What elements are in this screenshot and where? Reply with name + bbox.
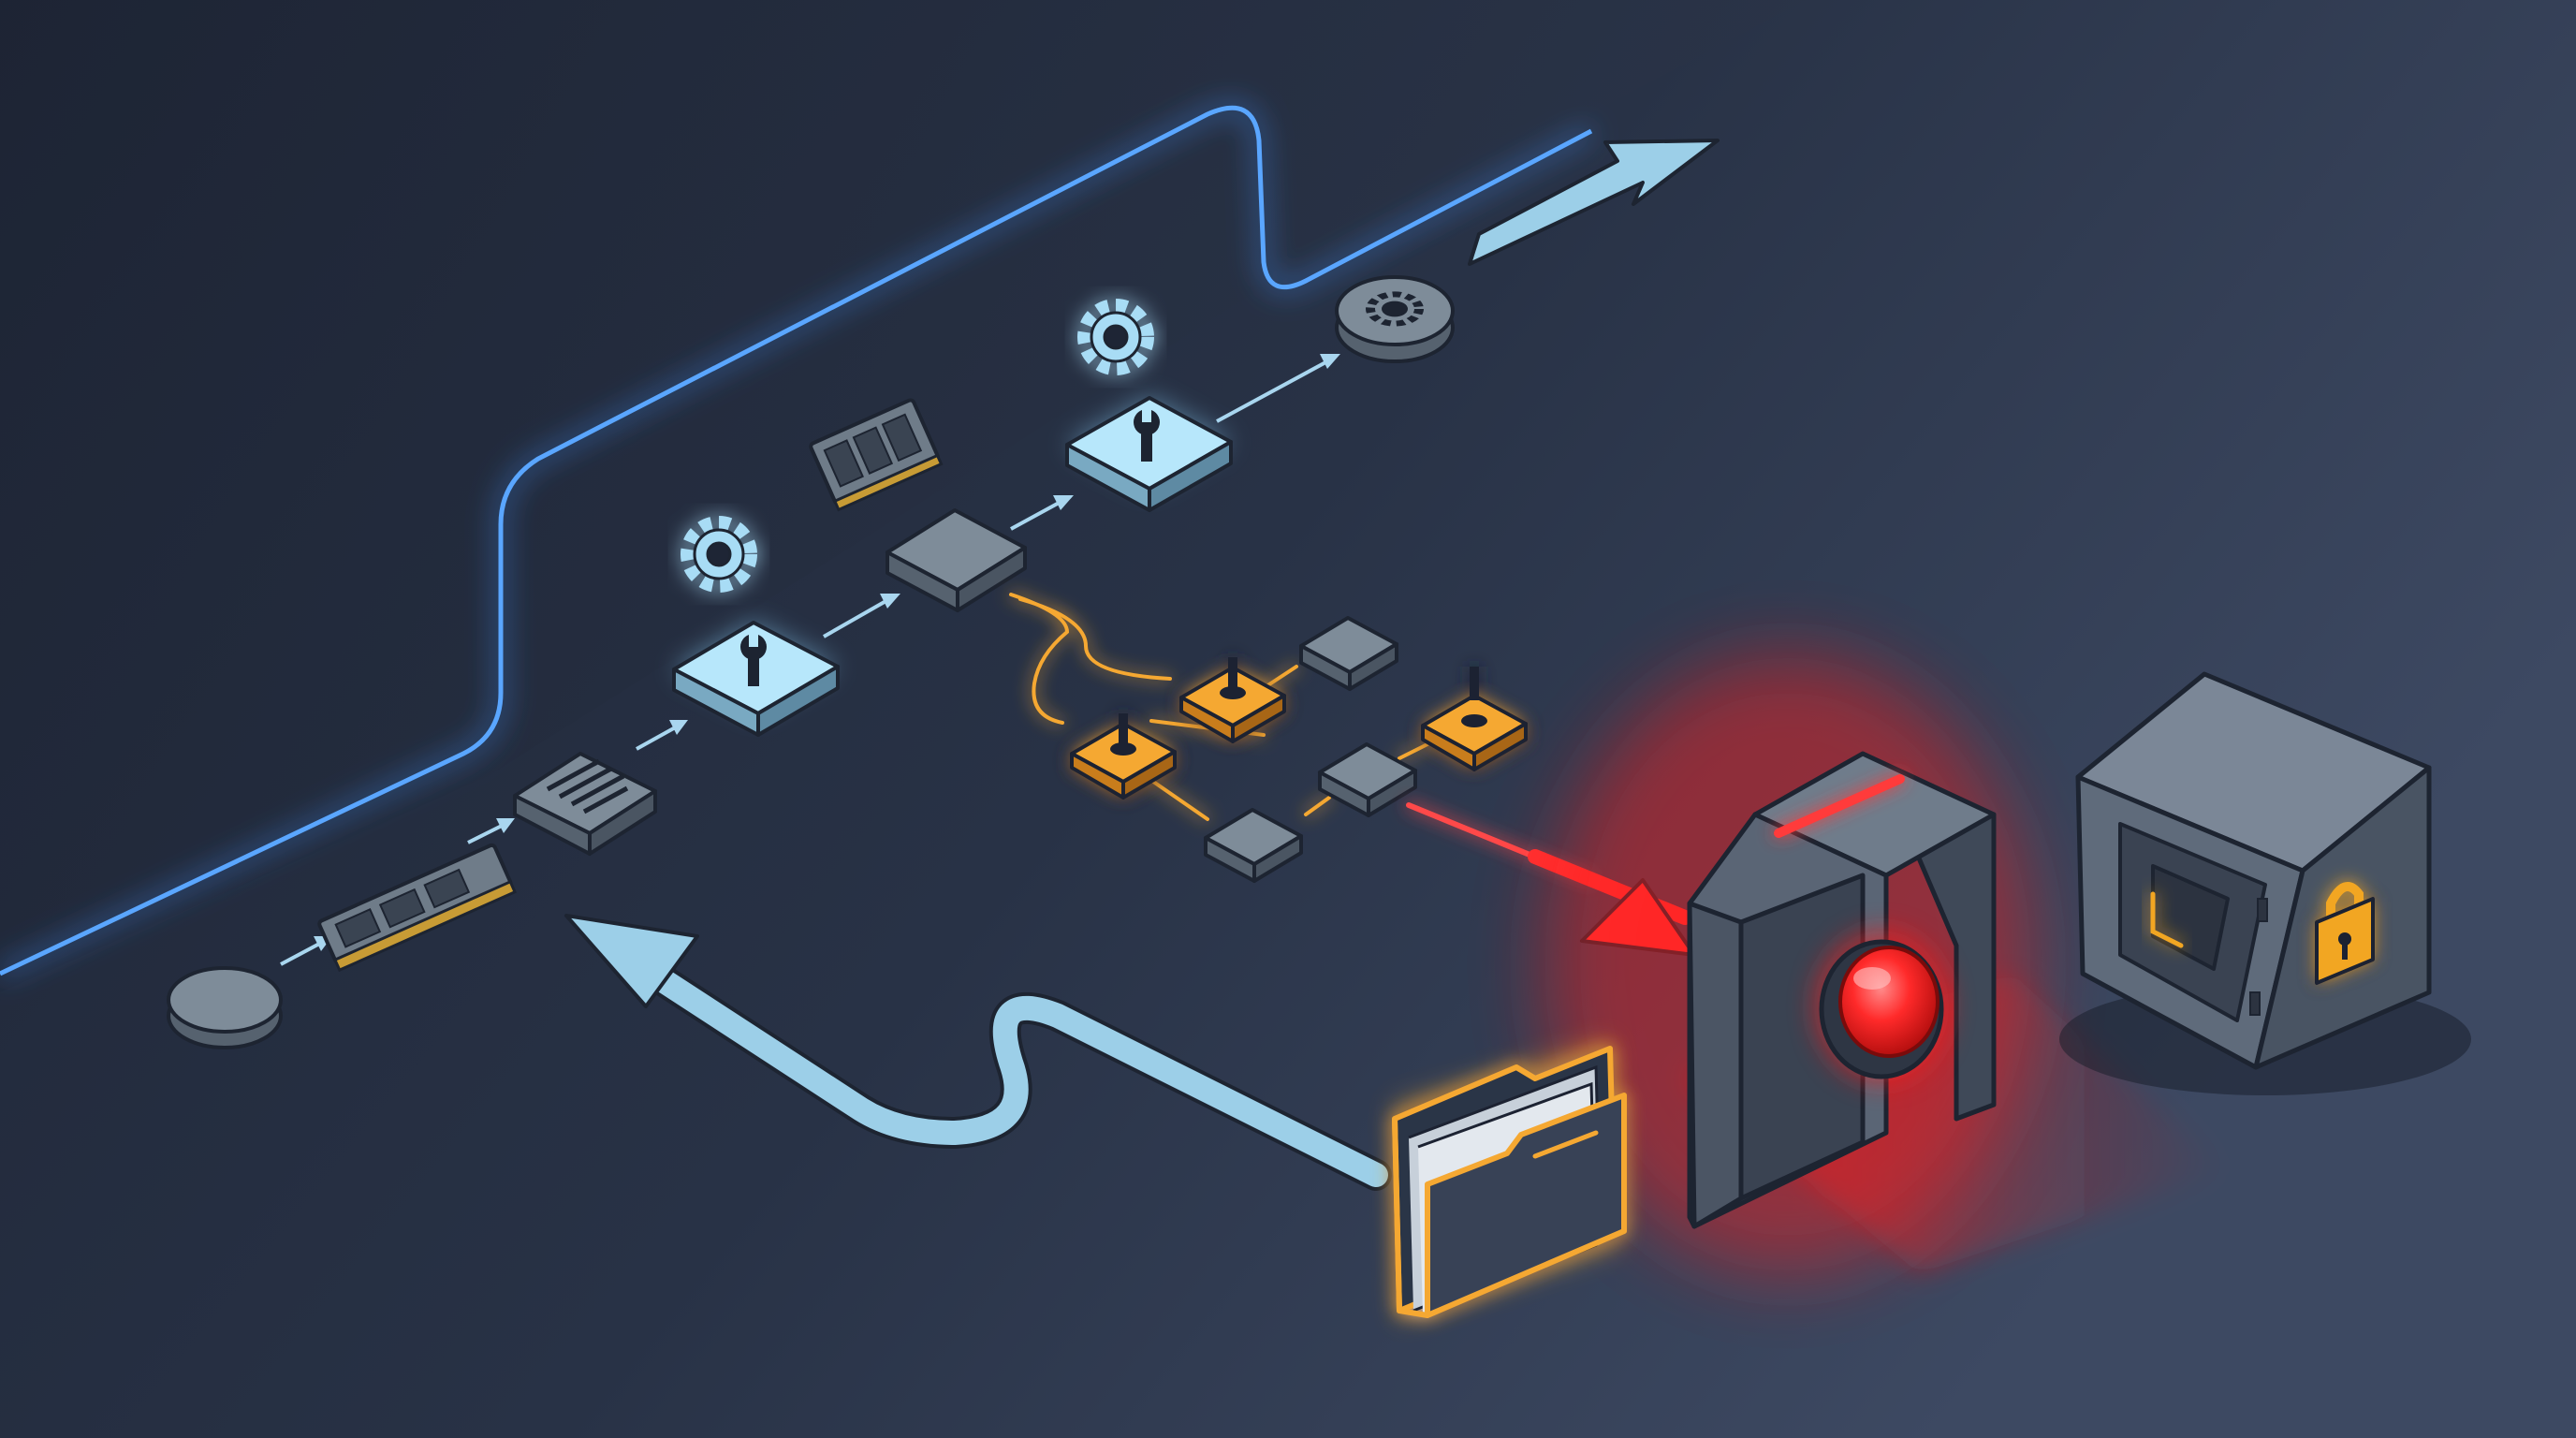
branch-node-2	[1179, 657, 1286, 743]
exit-arrow	[1468, 139, 1720, 266]
document-lines-icon	[546, 758, 629, 814]
joystick-icon-2	[1220, 657, 1246, 699]
exit-gear-disc	[1335, 275, 1455, 363]
start-node	[167, 966, 283, 1049]
wrench-icon	[740, 630, 767, 686]
gear-disc-icon	[1366, 291, 1424, 327]
gray-node-b	[1318, 742, 1417, 817]
red-stop-button-icon	[1814, 930, 1949, 1083]
tool-node-2	[1065, 396, 1233, 512]
upper-platform	[0, 0, 1807, 992]
document-node	[513, 752, 657, 856]
ram-module-icon-2	[809, 398, 944, 512]
ram-module-icon	[317, 843, 518, 973]
tool-node-1	[672, 621, 840, 737]
file-folder-icon	[1392, 1046, 1627, 1318]
vault-cube	[2059, 671, 2471, 1095]
stop-gate	[1687, 751, 1997, 1229]
file-folder	[1392, 1039, 1627, 1320]
blue-boundary-pipe	[0, 101, 1595, 980]
gear-icon	[681, 516, 757, 593]
branch-node-1	[1070, 713, 1177, 800]
return-flow-arrow	[564, 914, 1392, 1191]
gray-node-c	[1204, 808, 1303, 883]
joystick-icon-3	[1461, 667, 1487, 727]
router-node	[886, 508, 1027, 612]
gear-icon-2	[1077, 299, 1154, 375]
joystick-icon	[1110, 713, 1136, 756]
padlock-vault-icon	[2315, 882, 2375, 985]
wrench-icon-2	[1134, 405, 1160, 462]
gray-node-a	[1299, 616, 1398, 691]
branch-node-3	[1421, 667, 1528, 771]
